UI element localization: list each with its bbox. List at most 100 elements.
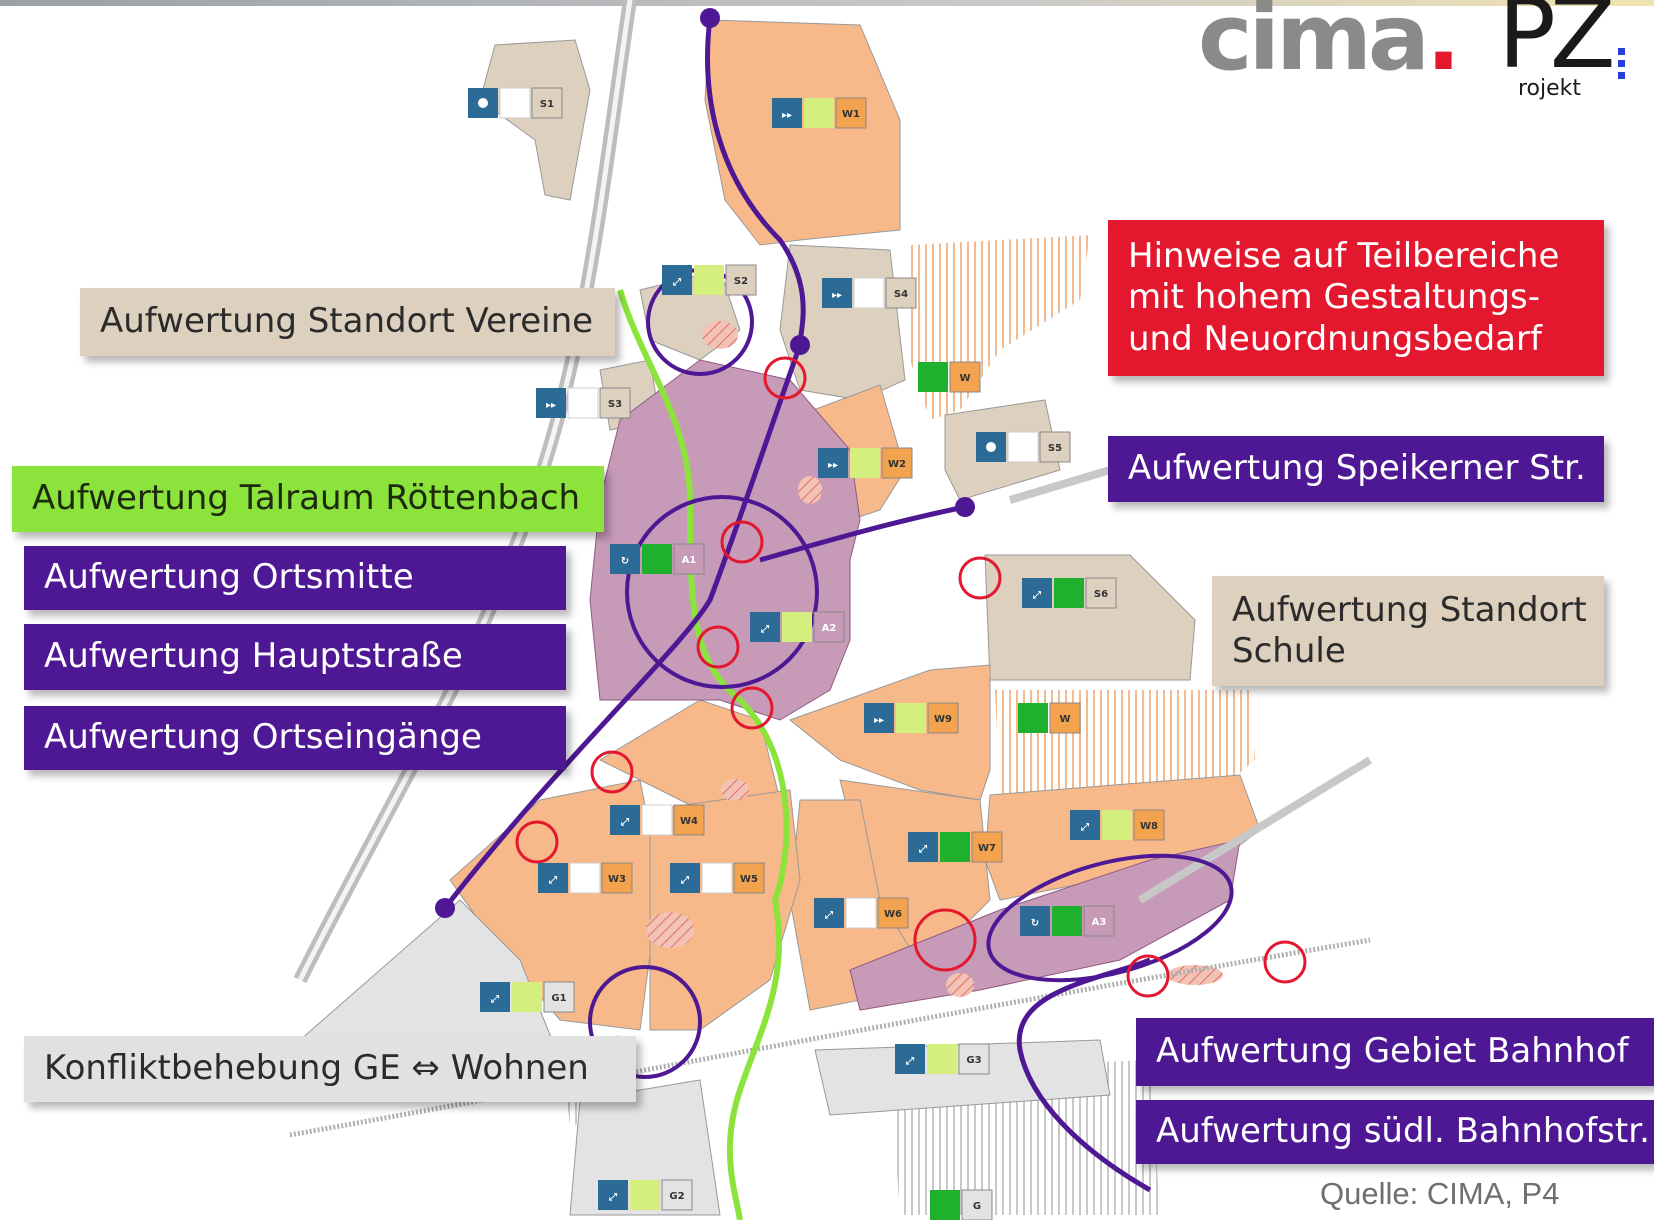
svg-text:W: W (1059, 714, 1070, 725)
label-hinweise: Hinweise auf Teilbereiche mit hohem Gest… (1108, 220, 1604, 376)
svg-text:↻: ↻ (1031, 918, 1039, 929)
fast-forward-icon: ▸▸ (782, 110, 792, 121)
svg-text:W: W (959, 373, 970, 384)
area-W5 (649, 789, 801, 1031)
marker-A1: ↻ A1 (610, 543, 705, 575)
focus-circle-ortsmitte (625, 495, 819, 689)
area-W1 (704, 19, 901, 246)
marker-W7: ⤢ W7 (908, 831, 1003, 863)
svg-text:⤢: ⤢ (906, 1056, 914, 1067)
svg-text:⤢: ⤢ (761, 624, 769, 635)
route-main (443, 344, 803, 910)
route-speikerner (759, 504, 966, 563)
label-vereine: Aufwertung Standort Vereine (80, 288, 615, 356)
svg-text:A3: A3 (1092, 917, 1107, 928)
svg-text:⤢: ⤢ (609, 1192, 617, 1203)
logo: cima. PZ rojekt (1198, 0, 1648, 104)
source-caption: Quelle: CIMA, P4 (1320, 1176, 1560, 1211)
svg-text:▸▸: ▸▸ (828, 460, 838, 471)
svg-text:⤢: ⤢ (1081, 822, 1089, 833)
focus-circle-konflikt (588, 965, 702, 1079)
refresh-icon: ↻ (621, 556, 629, 567)
svg-text:G3: G3 (966, 1055, 981, 1066)
svg-text:⤢: ⤢ (549, 875, 557, 886)
svg-text:G2: G2 (669, 1191, 684, 1202)
svg-text:▸▸: ▸▸ (874, 715, 884, 726)
svg-text:▸▸: ▸▸ (832, 290, 842, 301)
label-speikerner: Aufwertung Speikerner Str. (1108, 436, 1604, 502)
marker-W8: ⤢ W8 (1070, 809, 1165, 841)
svg-text:W8: W8 (1140, 821, 1158, 832)
red-markers (515, 356, 1307, 998)
svg-text:W9: W9 (934, 714, 952, 725)
svg-text:G: G (973, 1201, 981, 1212)
marker-W2: ▸▸ W2 (818, 447, 913, 479)
label-ortseingaenge: Aufwertung Ortseingänge (24, 706, 566, 770)
marker-A3: ↻ A3 (1020, 905, 1115, 937)
area-S4 (779, 244, 906, 401)
svg-text:S1: S1 (540, 99, 554, 110)
svg-text:A2: A2 (822, 623, 837, 634)
svg-text:W2: W2 (888, 459, 906, 470)
road-southeast (1137, 756, 1373, 904)
marker-G3: ⤢ G3 (895, 1043, 990, 1075)
route-north (705, 17, 806, 346)
label-konflikt: Konfliktbehebung GE ⇔ Wohnen (24, 1036, 636, 1102)
label-bahnhof: Aufwertung Gebiet Bahnhof (1136, 1018, 1654, 1086)
label-hauptstrasse: Aufwertung Hauptstraße (24, 624, 566, 690)
svg-text:⤢: ⤢ (621, 817, 629, 828)
svg-text:W6: W6 (884, 909, 902, 920)
svg-text:A1: A1 (682, 555, 697, 566)
marker-W3: ⤢ W3 (538, 862, 633, 894)
svg-text:W1: W1 (842, 109, 860, 120)
svg-text:⤢: ⤢ (1033, 590, 1041, 601)
area-S1 (479, 39, 591, 201)
focus-ellipse-bahnhof (986, 853, 1234, 983)
svg-text:S3: S3 (608, 399, 622, 410)
label-talraum: Aufwertung Talraum Röttenbach (12, 466, 604, 532)
logo-pz: PZ (1498, 0, 1616, 90)
marker-S1: S1 (468, 87, 563, 119)
marker-S5: S5 (976, 431, 1071, 463)
target-icon (478, 98, 488, 108)
marker-W-east: W (1018, 702, 1081, 734)
hatched-area-north (910, 235, 1090, 420)
marker-S2: ⤢ S2 (662, 264, 757, 296)
svg-text:G1: G1 (551, 993, 566, 1004)
marker-G2: ⤢ G2 (598, 1179, 693, 1211)
svg-text:⤢: ⤢ (825, 910, 833, 921)
marker-S6: ⤢ S6 (1022, 577, 1117, 609)
svg-text:⤢: ⤢ (491, 994, 499, 1005)
stream-roettenbach (617, 289, 790, 1220)
label-bahnhofstr: Aufwertung südl. Bahnhofstr. (1136, 1100, 1654, 1164)
railway-south (289, 937, 1371, 1138)
svg-text:W5: W5 (740, 874, 758, 885)
svg-text:W7: W7 (978, 843, 996, 854)
road-east (1008, 466, 1112, 504)
logo-projekt: rojekt (1518, 76, 1582, 101)
marker-W9: ▸▸ W9 (864, 702, 959, 734)
area-S6 (984, 554, 1196, 681)
arrows-inout-icon: ⤢ (673, 277, 681, 288)
marker-A2: ⤢ A2 (750, 611, 845, 643)
svg-text:W4: W4 (680, 816, 698, 827)
svg-text:W3: W3 (608, 874, 626, 885)
svg-text:S6: S6 (1094, 589, 1108, 600)
top-accent-bar (0, 0, 1654, 6)
svg-text:S5: S5 (1048, 443, 1062, 454)
marker-G: G (930, 1189, 993, 1220)
area-markers: S1 ▸▸ W1 ⤢ S2 ▸▸ S4 ▸▸ S3 W (468, 87, 1165, 1220)
marker-W5: ⤢ W5 (670, 862, 765, 894)
marker-W6: ⤢ W6 (814, 897, 909, 929)
label-schule: Aufwertung Standort Schule (1212, 576, 1604, 686)
marker-W4: ⤢ W4 (610, 804, 705, 836)
marker-W-north: W (918, 361, 981, 393)
marker-G1: ⤢ G1 (480, 981, 575, 1013)
svg-text:S4: S4 (894, 289, 908, 300)
svg-text:⤢: ⤢ (919, 844, 927, 855)
svg-text:S2: S2 (734, 276, 748, 287)
label-ortsmitte: Aufwertung Ortsmitte (24, 546, 566, 610)
marker-W1: ▸▸ W1 (772, 97, 867, 129)
marker-S3: ▸▸ S3 (536, 387, 631, 419)
